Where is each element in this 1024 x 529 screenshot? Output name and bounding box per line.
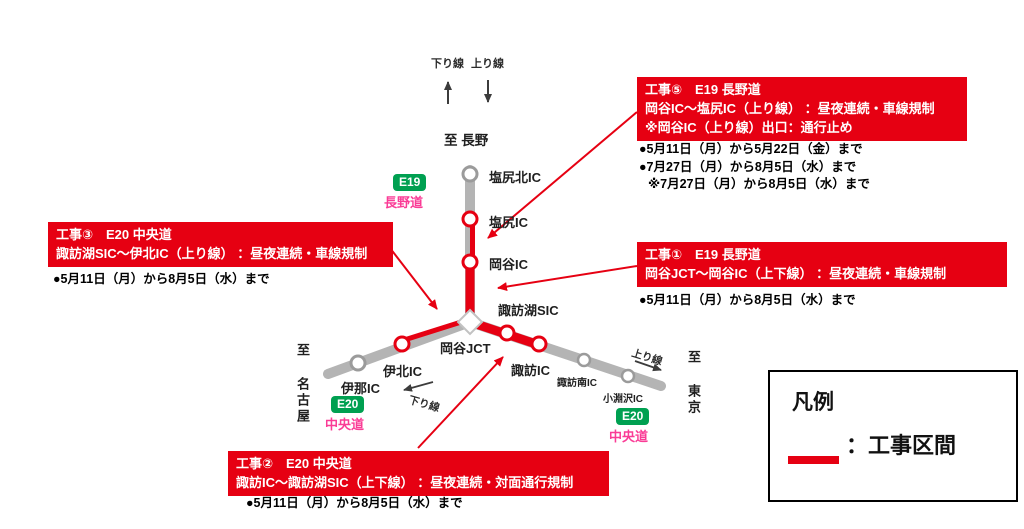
- ic-label-ihoku: 伊北IC: [383, 364, 423, 379]
- leader-line-callout-1: [497, 265, 638, 292]
- notice-1-title: 工事① E19 長野道: [645, 247, 761, 262]
- to-nagano-label: 至 長野: [444, 133, 489, 148]
- ic-label-shiojiri-kita: 塩尻北IC: [489, 170, 542, 185]
- ic-marker-suwako-sic: [498, 324, 516, 342]
- route-name-chuodo-west: 中央道: [325, 417, 365, 432]
- ic-marker-ihoku: [393, 335, 411, 353]
- notice-3-date-1: ●5月11日（月）から8月5日（水）まで: [53, 272, 270, 286]
- ic-marker-shiojiri: [461, 210, 479, 228]
- notice-5-dates: ●5月11日（月）から5月22日（金）まで ●7月27日（月）から8月5日（水）…: [639, 141, 870, 194]
- notice-5-note: ※岡谷IC（上り線）出口：通行止め: [645, 120, 853, 135]
- ic-marker-ina: [349, 354, 367, 372]
- leader-line-callout-2: [417, 356, 504, 449]
- ic-label-suwa: 諏訪IC: [511, 363, 551, 378]
- ic-marker-suwa-minami: [576, 352, 592, 368]
- notice-5-title: 工事⑤ E19 長野道: [645, 82, 761, 97]
- ic-marker-suwa: [530, 335, 548, 353]
- route-badge-e20-east: E20: [616, 408, 650, 425]
- down-line-arrow-west: [403, 381, 434, 392]
- construction-segment-jct-ihoku-up: [400, 318, 467, 344]
- notice-2-dates: ●5月11日（月）から8月5日（水）まで: [246, 495, 463, 513]
- leader-line-callout-3: [389, 247, 438, 310]
- route-name-chuodo-east: 中央道: [609, 429, 649, 444]
- leader-line-callout-5: [487, 111, 638, 239]
- to-tokyo-label: 至 東京: [686, 350, 701, 416]
- ic-marker-kobuchizawa: [620, 368, 636, 384]
- ic-label-kobuchizawa: 小淵沢IC: [603, 394, 643, 405]
- ic-label-suwako-sic: 諏訪湖SIC: [498, 303, 559, 318]
- notice-3-title: 工事③ E20 中央道: [56, 227, 172, 242]
- ic-label-suwa-minami: 諏訪南IC: [557, 378, 597, 389]
- north-up-line-label: 上り線: [471, 58, 504, 70]
- construction-notice-3: 工事③ E20 中央道 諏訪湖SIC～伊北IC（上り線） ：昼夜連続・車線規制: [48, 222, 393, 267]
- up-line-arrow-east: [634, 360, 662, 372]
- legend-label: ：工事区間: [846, 433, 957, 458]
- ic-marker-okaya: [461, 253, 479, 271]
- notice-1-dates: ●5月11日（月）から8月5日（水）まで: [639, 292, 856, 310]
- legend-title: 凡例: [792, 391, 834, 414]
- legend-box: 凡例 ：工事区間: [768, 370, 1018, 502]
- ic-label-okaya: 岡谷IC: [489, 257, 529, 272]
- notice-2-detail: 諏訪IC～諏訪湖SIC（上下線） ：昼夜連続・対面通行規制: [236, 475, 574, 490]
- notice-2-date-1: ●5月11日（月）から8月5日（水）まで: [246, 496, 463, 510]
- notice-1-detail: 岡谷JCT～岡谷IC（上下線） ：昼夜連続・車線規制: [645, 266, 947, 281]
- route-badge-e19: E19: [393, 174, 427, 191]
- notice-5-date-3: ※7月27日（月）から8月5日（水）まで: [648, 177, 870, 191]
- notice-5-detail: 岡谷IC～塩尻IC（上り線） ：昼夜連続・車線規制: [645, 101, 935, 116]
- notice-3-dates: ●5月11日（月）から8月5日（水）まで: [53, 271, 270, 289]
- ic-label-shiojiri: 塩尻IC: [489, 215, 529, 230]
- notice-5-date-1: ●5月11日（月）から5月22日（金）まで: [639, 142, 863, 156]
- ic-label-ina: 伊那IC: [341, 381, 381, 396]
- notice-3-detail: 諏訪湖SIC～伊北IC（上り線） ：昼夜連続・車線規制: [56, 246, 368, 261]
- notice-5-date-2: ●7月27日（月）から8月5日（水）まで: [639, 159, 857, 174]
- notice-2-title: 工事② E20 中央道: [236, 456, 352, 471]
- construction-zone-swatch: [788, 456, 839, 464]
- ic-marker-shiojiri-kita: [461, 165, 479, 183]
- construction-notice-5: 工事⑤ E19 長野道 岡谷IC～塩尻IC（上り線） ：昼夜連続・車線規制 ※岡…: [637, 77, 967, 141]
- north-down-line-label: 下り線: [431, 58, 464, 70]
- construction-notice-2: 工事② E20 中央道 諏訪IC～諏訪湖SIC（上下線） ：昼夜連続・対面通行規…: [228, 451, 609, 496]
- okaya-jct-marker: [456, 308, 484, 336]
- jct-label-okaya: 岡谷JCT: [440, 341, 491, 356]
- construction-notice-1: 工事① E19 長野道 岡谷JCT～岡谷IC（上下線） ：昼夜連続・車線規制: [637, 242, 1007, 287]
- route-name-naganodo: 長野道: [384, 195, 424, 210]
- route-badge-e20-west: E20: [331, 396, 365, 413]
- notice-1-date-1: ●5月11日（月）から8月5日（水）まで: [639, 293, 856, 307]
- to-nagoya-label: 至 名古屋: [295, 343, 310, 425]
